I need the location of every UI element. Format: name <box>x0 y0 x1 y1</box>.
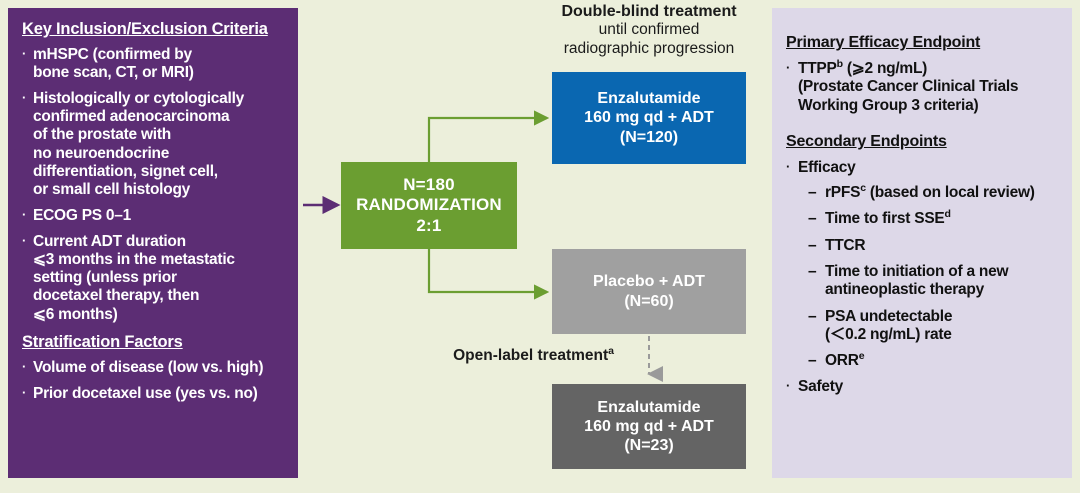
enzalutamide-openlabel-n: (N=23) <box>624 437 674 455</box>
enzalutamide-openlabel-drug: Enzalutamide <box>597 398 701 416</box>
stratification-bullet-text: Prior docetaxel use (yes vs. no) <box>33 384 258 402</box>
randomization-n: N=180 <box>403 174 455 194</box>
bullet-marker-icon: · <box>22 358 27 374</box>
secondary-endpoint-item: – ORRe <box>786 349 1060 370</box>
criteria-bullet: · Histologically or cytologically confir… <box>22 90 286 199</box>
primary-endpoint-heading: Primary Efficacy Endpoint <box>786 34 981 51</box>
stratification-heading: Stratification Factors <box>22 332 183 351</box>
double-blind-header-line1: Double-blind treatment <box>561 3 737 20</box>
secondary-endpoint-item: – rPFSc (based on local review) <box>786 181 1060 202</box>
dash-marker-icon: – <box>808 210 817 228</box>
primary-endpoint-threshold: (⩾2 ng/mL) <box>842 60 928 77</box>
bullet-marker-icon: · <box>22 233 27 249</box>
randomization-label: RANDOMIZATION <box>356 195 502 215</box>
secondary-safety-label: Safety <box>798 378 844 396</box>
criteria-bullet-text: Histologically or cytologically confirme… <box>33 90 245 198</box>
secondary-safety-group: · Safety <box>786 378 1060 396</box>
double-blind-header-line3: radiographic progression <box>563 39 735 57</box>
bullet-marker-icon: · <box>786 378 791 394</box>
enzalutamide-blinded-dose: 160 mg qd + ADT <box>584 109 714 127</box>
endpoints-panel: Primary Efficacy Endpoint · TTPPb (⩾2 ng… <box>772 8 1072 478</box>
open-label-footnote-marker: a <box>608 344 614 357</box>
primary-endpoint-criteria-line2: Working Group 3 criteria) <box>798 96 979 114</box>
enzalutamide-openlabel-dose: 160 mg qd + ADT <box>584 417 714 435</box>
criteria-bullet-text: ECOG PS 0–1 <box>33 206 132 224</box>
primary-endpoint-footnote-marker: b <box>836 57 843 70</box>
randomization-box: N=180 RANDOMIZATION 2:1 <box>341 162 517 249</box>
criteria-bullet: · Current ADT duration ⩽3 months in the … <box>22 233 286 324</box>
bullet-marker-icon: · <box>22 45 27 61</box>
criteria-bullet-text: mHSPC (confirmed by bone scan, CT, or MR… <box>33 45 194 82</box>
enzalutamide-blinded-box: Enzalutamide 160 mg qd + ADT (N=120) <box>552 72 746 164</box>
placebo-box: Placebo + ADT (N=60) <box>552 249 746 334</box>
primary-endpoint-item: · TTPPb (⩾2 ng/mL) (Prostate Cancer Clin… <box>786 57 1060 115</box>
secondary-endpoint-text: TTCR <box>825 236 866 254</box>
dash-marker-icon: – <box>808 307 817 325</box>
double-blind-header: Double-blind treatment until confirmed r… <box>530 2 768 58</box>
secondary-efficacy-group: · Efficacy <box>786 159 1060 177</box>
enzalutamide-blinded-n: (N=120) <box>619 128 679 146</box>
footnote-marker: c <box>860 181 866 194</box>
dash-marker-icon: – <box>808 352 817 370</box>
secondary-endpoint-text: Time to first SSEd <box>825 208 951 228</box>
placebo-label: Placebo + ADT <box>593 273 705 291</box>
secondary-endpoint-item: – Time to first SSEd <box>786 208 1060 228</box>
bullet-marker-icon: · <box>786 158 791 174</box>
footnote-marker: d <box>944 208 951 221</box>
open-label-treatment-text: Open-label treatment <box>453 347 609 364</box>
secondary-endpoint-text: Time to initiation of a new antineoplast… <box>825 262 1009 299</box>
open-label-treatment-label: Open-label treatmenta <box>392 344 614 365</box>
enzalutamide-openlabel-box: Enzalutamide 160 mg qd + ADT (N=23) <box>552 384 746 469</box>
criteria-panel: Key Inclusion/Exclusion Criteria · mHSPC… <box>8 8 298 478</box>
criteria-bullet-text: Current ADT duration ⩽3 months in the me… <box>33 233 235 323</box>
placebo-n: (N=60) <box>624 292 674 310</box>
dash-marker-icon: – <box>808 262 817 280</box>
bullet-marker-icon: · <box>22 384 27 400</box>
secondary-endpoint-item: – TTCR <box>786 237 1060 255</box>
secondary-endpoint-item: – Time to initiation of a new antineopla… <box>786 263 1060 300</box>
criteria-bullet: · ECOG PS 0–1 <box>22 207 286 225</box>
stratification-bullet: · Volume of disease (low vs. high) <box>22 359 286 377</box>
arrow-to-enzalutamide <box>427 110 550 162</box>
footnote-marker: e <box>858 349 865 362</box>
secondary-endpoint-text: PSA undetectable (＜0.2 ng/mL) rate <box>825 307 953 343</box>
enzalutamide-blinded-drug: Enzalutamide <box>597 90 701 108</box>
secondary-endpoint-item: – PSA undetectable (＜0.2 ng/mL) rate <box>786 308 1060 345</box>
double-blind-header-line2: until confirmed <box>598 21 700 39</box>
stratification-bullet-text: Volume of disease (low vs. high) <box>33 358 264 376</box>
arrow-to-placebo <box>427 249 550 300</box>
randomization-ratio: 2:1 <box>416 215 442 235</box>
secondary-endpoint-text: rPFSc (based on local review) <box>825 181 1035 202</box>
primary-endpoint-name: TTPP <box>798 60 837 77</box>
secondary-endpoint-text: ORRe <box>825 349 865 370</box>
secondary-endpoints-heading: Secondary Endpoints <box>786 132 947 150</box>
dash-marker-icon: – <box>808 236 817 254</box>
bullet-marker-icon: · <box>22 206 27 222</box>
dash-marker-icon: – <box>808 184 817 202</box>
stratification-bullet: · Prior docetaxel use (yes vs. no) <box>22 385 286 403</box>
criteria-bullet: · mHSPC (confirmed by bone scan, CT, or … <box>22 46 286 82</box>
bullet-marker-icon: · <box>786 60 791 75</box>
bullet-marker-icon: · <box>22 90 27 106</box>
primary-endpoint-criteria-line1: (Prostate Cancer Clinical Trials <box>798 78 1019 96</box>
primary-endpoint-text: TTPPb (⩾2 ng/mL) (Prostate Cancer Clinic… <box>798 57 1060 115</box>
secondary-efficacy-label: Efficacy <box>798 158 856 176</box>
criteria-heading: Key Inclusion/Exclusion Criteria <box>22 20 268 38</box>
